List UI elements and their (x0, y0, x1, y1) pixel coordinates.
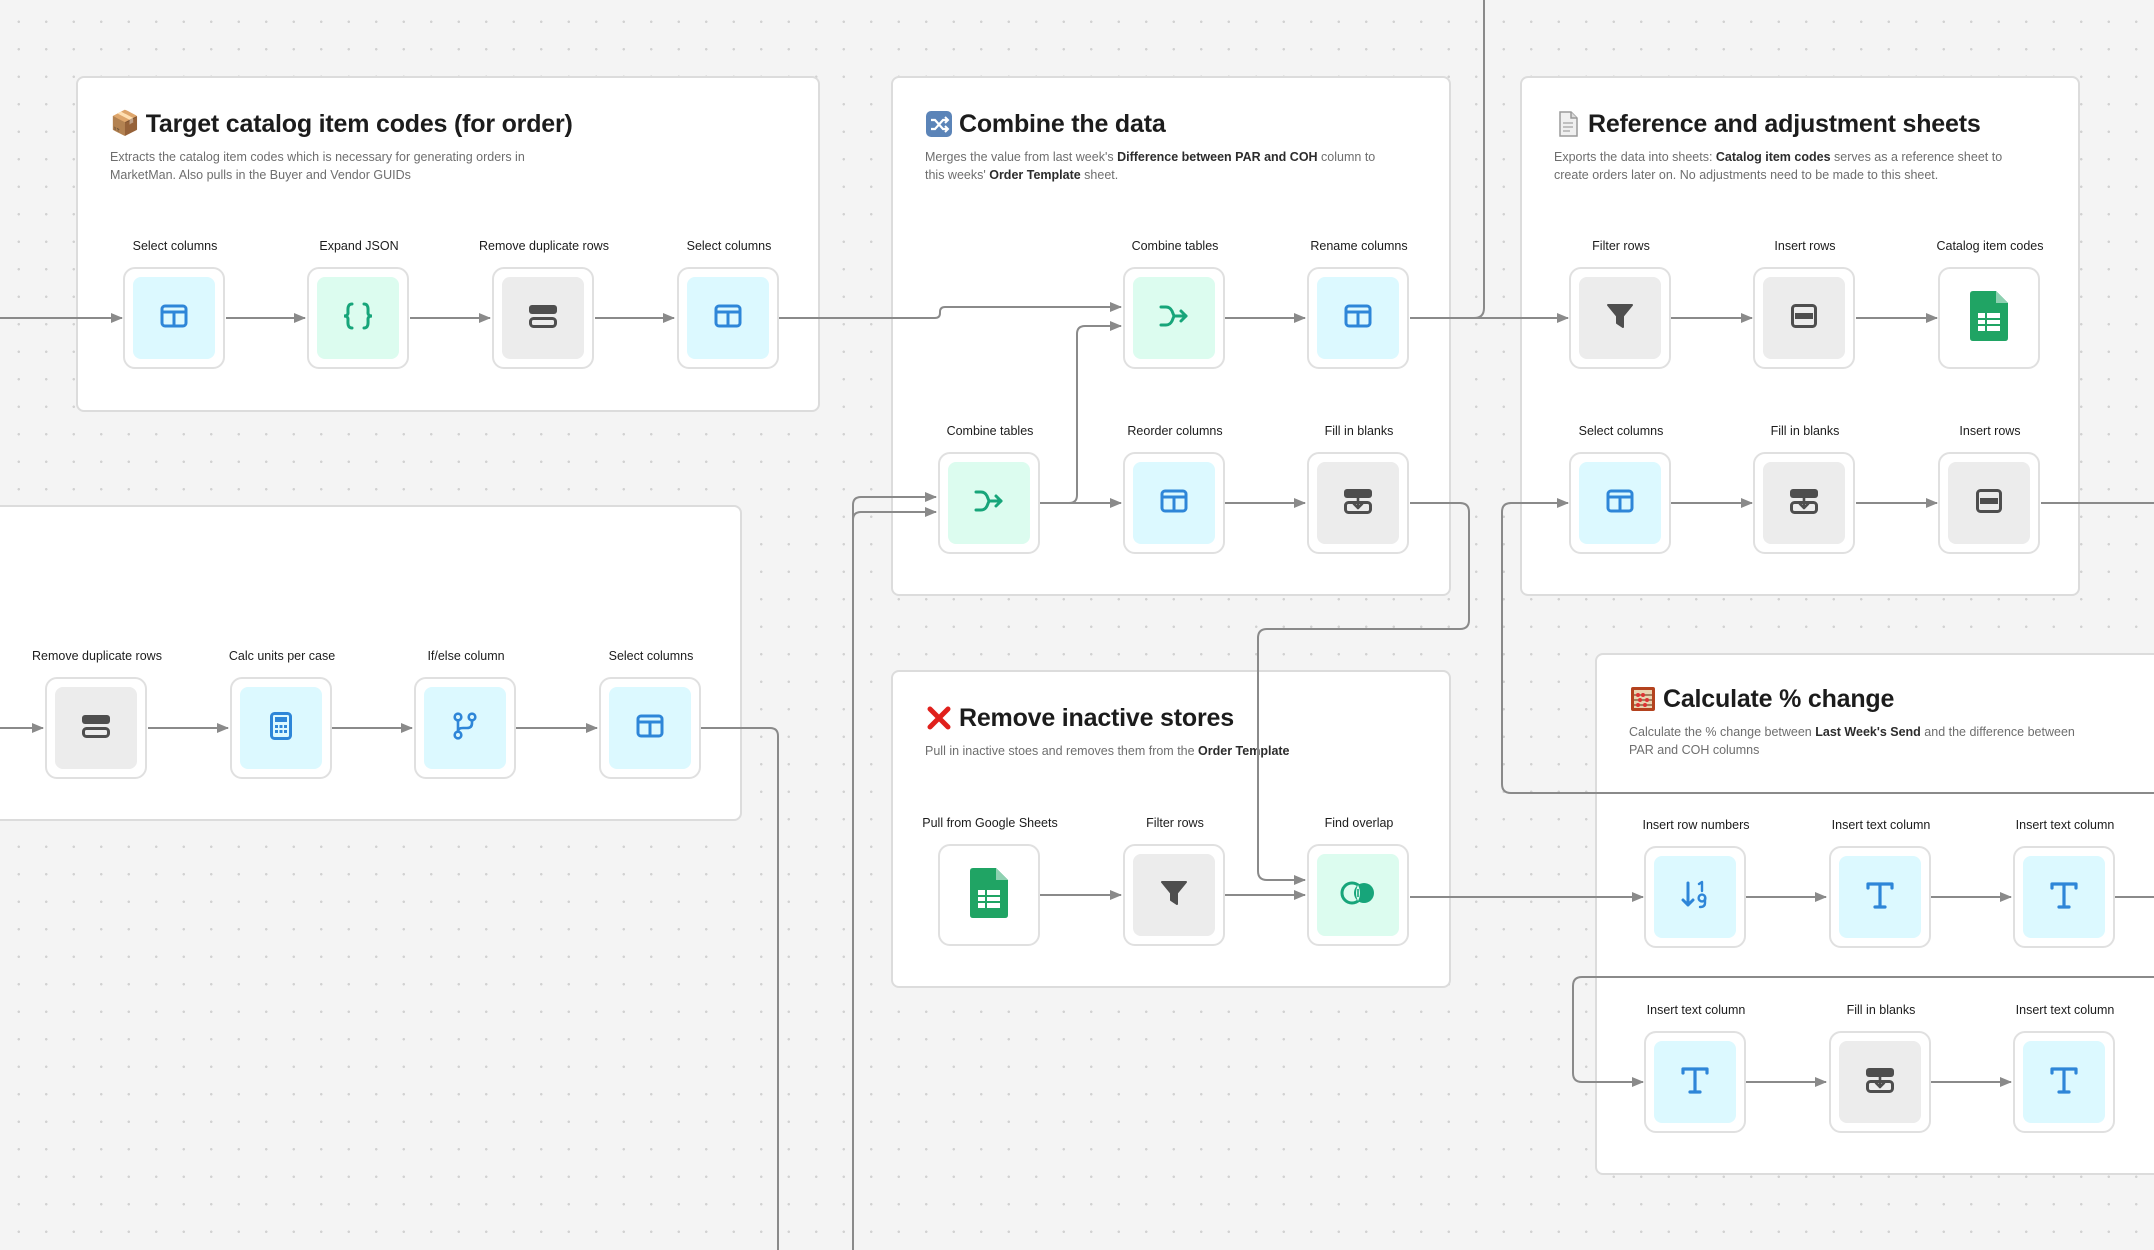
node-filter-rows[interactable]: Filter rows (1569, 239, 1671, 369)
insert-rows-icon (1789, 301, 1819, 336)
shuffle-icon (925, 110, 953, 138)
columns-icon (1605, 486, 1635, 521)
package-icon: 📦 (110, 110, 140, 137)
group-description: Calculate the % change between Last Week… (1629, 725, 2075, 757)
text-t-icon (2049, 880, 2079, 915)
node-expand-json[interactable]: Expand JSON (307, 239, 409, 369)
group-description: Merges the value from last week's Differ… (925, 150, 1376, 182)
red-x-icon (925, 704, 953, 732)
text-t-icon (1865, 880, 1895, 915)
node-insert-text-column-3[interactable]: Insert text column (1644, 1003, 1746, 1133)
wire (701, 727, 779, 1250)
wire (852, 492, 937, 1250)
node-insert-row-numbers[interactable]: Insert row numbers (1643, 818, 1749, 948)
group-description: Exports the data into sheets: Catalog it… (1554, 150, 2003, 182)
braces-icon (341, 301, 375, 336)
columns-icon (713, 301, 743, 336)
overlap-icon (1339, 878, 1377, 913)
node-fill-in-blanks-3[interactable]: Fill in blanks (1829, 1003, 1931, 1133)
node-catalog-item-codes-sheet[interactable]: Catalog item codes (1936, 239, 2044, 369)
google-sheets-icon (1970, 290, 2008, 346)
wire (1501, 498, 2154, 794)
node-combine-tables-2[interactable]: Combine tables (938, 424, 1040, 554)
dedupe-icon (80, 711, 112, 746)
node-select-columns[interactable]: Select columns (123, 239, 225, 369)
group-title: Calculate % change (1629, 683, 2154, 715)
columns-icon (1343, 301, 1373, 336)
node-remove-duplicate-rows[interactable]: Remove duplicate rows (479, 239, 609, 369)
node-fill-in-blanks-2[interactable]: Fill in blanks (1753, 424, 1855, 554)
document-icon (1554, 110, 1582, 138)
sort-numbers-icon (1679, 879, 1711, 916)
text-t-icon (1680, 1065, 1710, 1100)
fill-blanks-icon (1788, 486, 1820, 521)
funnel-icon (1159, 878, 1189, 913)
wire (1410, 0, 1485, 319)
node-insert-text-column[interactable]: Insert text column (1829, 818, 1931, 948)
node-if-else-column[interactable]: If/else column (414, 649, 516, 779)
fill-blanks-icon (1864, 1065, 1896, 1100)
node-insert-rows-2[interactable]: Insert rows (1938, 424, 2040, 554)
abacus-icon (1629, 685, 1657, 713)
node-calc-units-per-case[interactable]: Calc units per case (229, 649, 335, 779)
text-t-icon (2049, 1065, 2079, 1100)
funnel-icon (1605, 301, 1635, 336)
wire (1040, 321, 1122, 504)
node-remove-duplicate-rows-2[interactable]: Remove duplicate rows (32, 649, 162, 779)
node-rename-columns[interactable]: Rename columns (1307, 239, 1409, 369)
columns-icon (159, 301, 189, 336)
node-filter-rows-2[interactable]: Filter rows (1123, 816, 1225, 946)
group-title: Remove inactive stores (925, 702, 1417, 734)
google-sheets-icon (970, 867, 1008, 923)
group-title: Combine the data (925, 108, 1417, 140)
group-title: Reference and adjustment sheets (1554, 108, 2046, 140)
node-select-columns-2[interactable]: Select columns (677, 239, 779, 369)
group-title: 📦 Target catalog item codes (for order) (110, 110, 573, 138)
node-insert-rows[interactable]: Insert rows (1753, 239, 1855, 369)
node-insert-text-column-4[interactable]: Insert text column (2013, 1003, 2115, 1133)
node-fill-in-blanks[interactable]: Fill in blanks (1307, 424, 1409, 554)
node-select-columns-4[interactable]: Select columns (599, 649, 701, 779)
columns-icon (635, 711, 665, 746)
node-select-columns-3[interactable]: Select columns (1569, 424, 1671, 554)
merge-arrow-icon (973, 486, 1005, 521)
node-pull-from-google-sheets[interactable]: Pull from Google Sheets (922, 816, 1058, 946)
merge-arrow-icon (1158, 301, 1190, 336)
group-description: Extracts the catalog item codes which is… (110, 150, 525, 182)
dedupe-icon (527, 301, 559, 336)
columns-icon (1159, 486, 1189, 521)
wire (1572, 976, 2154, 1087)
branch-icon (450, 711, 480, 746)
calculator-icon (268, 711, 294, 746)
insert-rows-icon (1974, 486, 2004, 521)
node-combine-tables[interactable]: Combine tables (1123, 239, 1225, 369)
node-insert-text-column-2[interactable]: Insert text column (2013, 818, 2115, 948)
node-find-overlap[interactable]: Find overlap (1307, 816, 1409, 946)
fill-blanks-icon (1342, 486, 1374, 521)
group-description: Pull in inactive stoes and removes them … (925, 744, 1290, 758)
node-reorder-columns[interactable]: Reorder columns (1123, 424, 1225, 554)
wire (778, 302, 1122, 319)
wire (852, 507, 937, 1250)
wire (1257, 502, 1470, 885)
